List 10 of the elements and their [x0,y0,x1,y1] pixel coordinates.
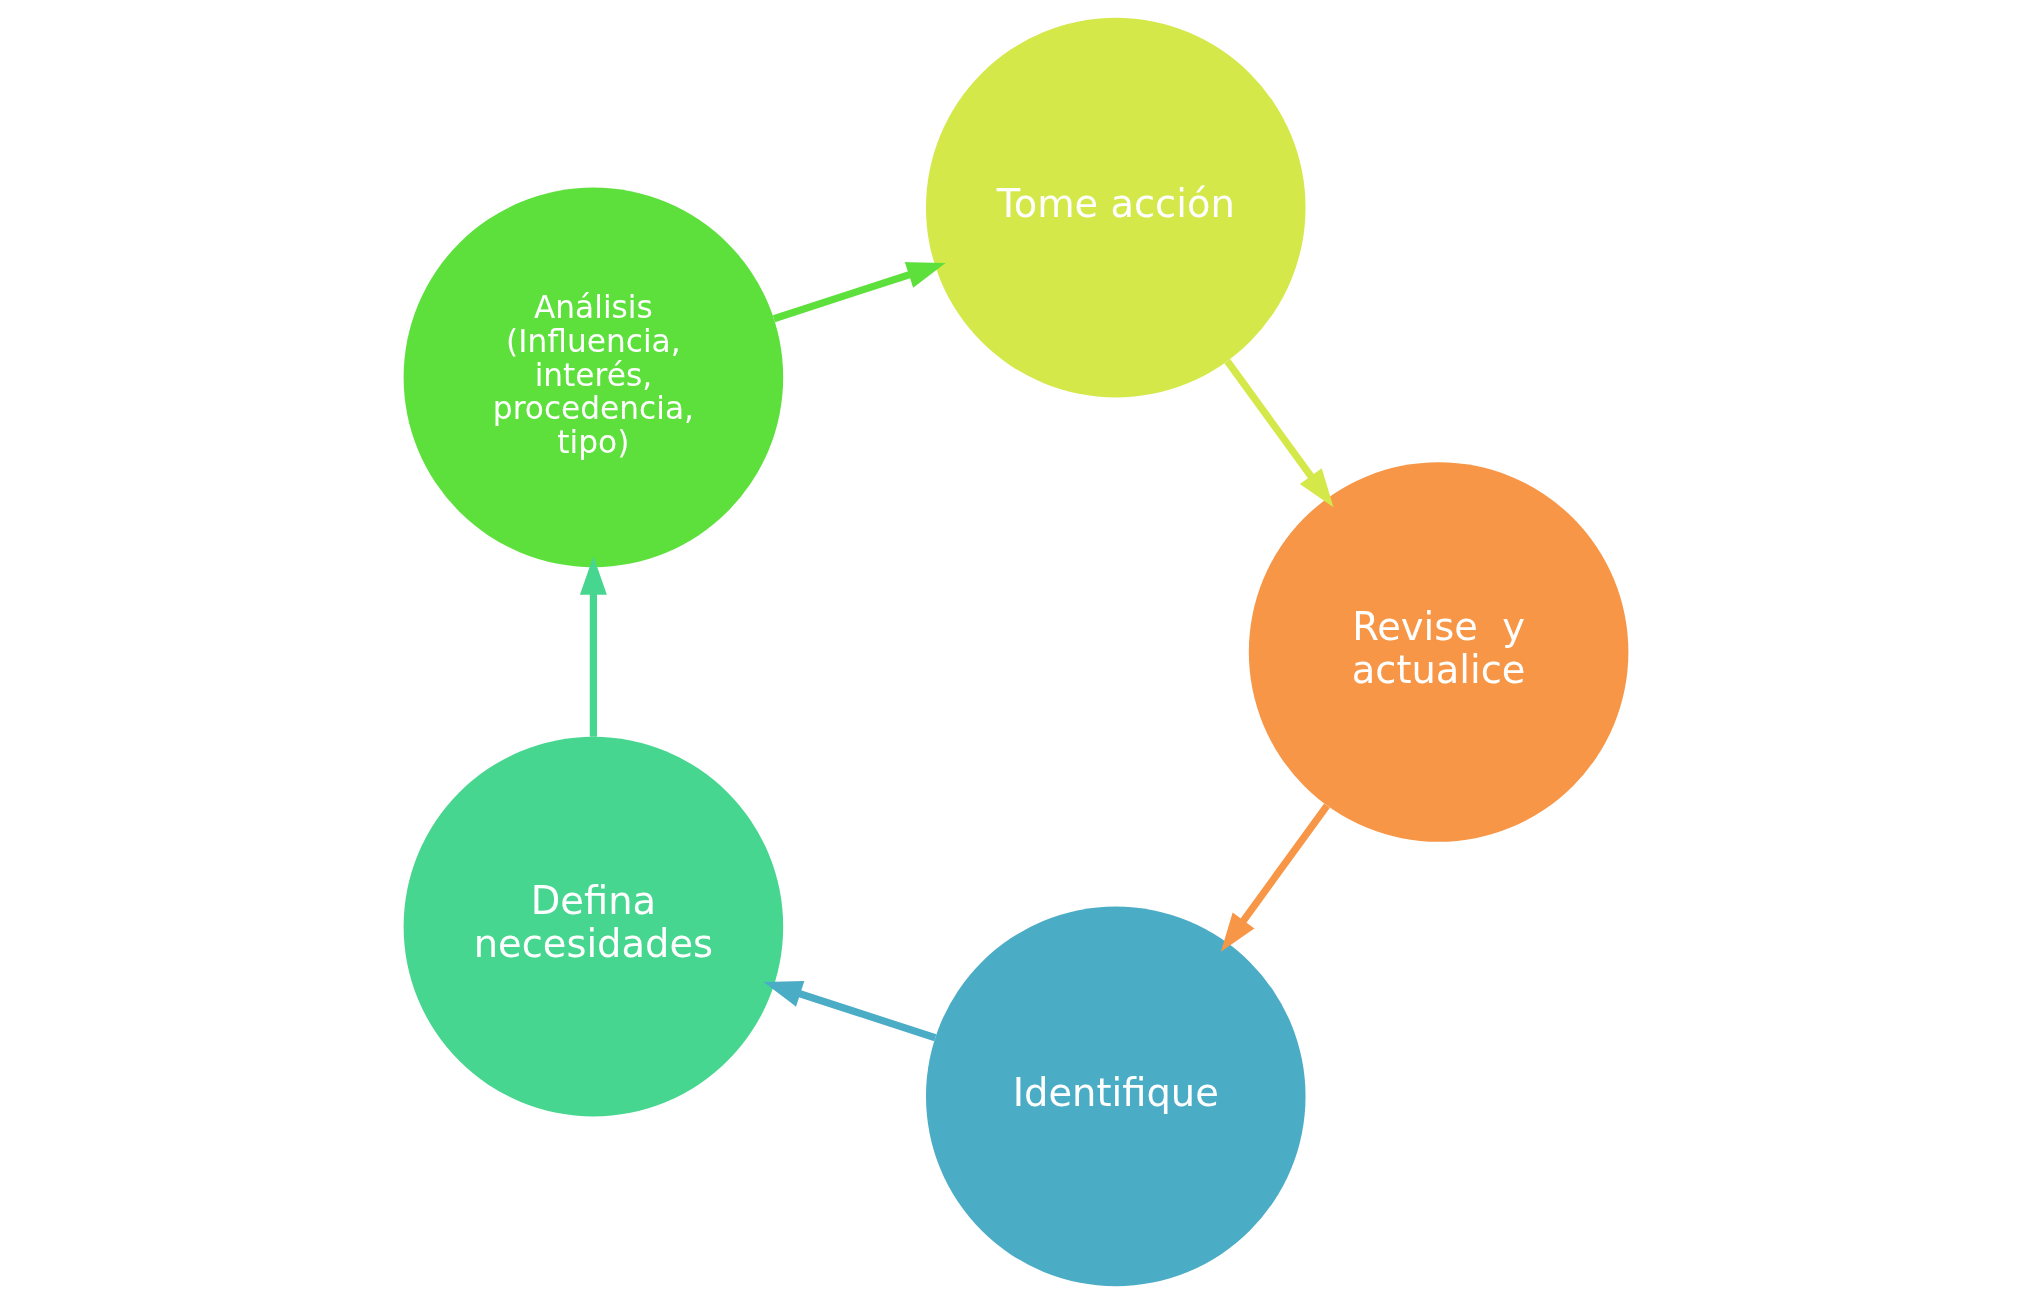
node-circle: Análisis (Influencia, interés, procedencia, tipo) [403,187,784,568]
node-circle: Defina necesidades [403,736,784,1117]
node-circle: Identifique [925,906,1306,1287]
arrow [1224,359,1334,508]
arrow [772,262,946,323]
arrow [1220,803,1330,952]
node-circle: Revise y actualice [1248,462,1629,842]
arrow [763,981,937,1042]
arrow [579,556,607,737]
node-circle: Tome acción [925,17,1306,398]
